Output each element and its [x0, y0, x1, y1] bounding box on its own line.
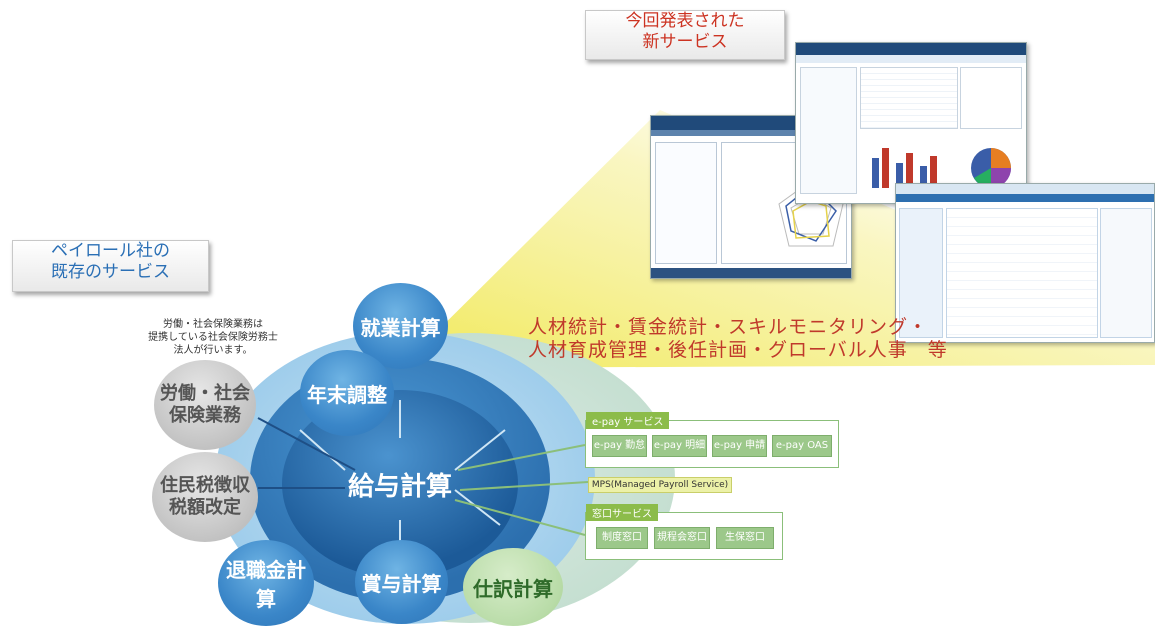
bar-chart-mock	[872, 148, 937, 188]
window-button-3[interactable]: 生保窓口	[716, 527, 774, 549]
blue-core-circle	[282, 390, 518, 578]
node-shoyo: 賞与計算	[355, 540, 448, 624]
existing-service-label-line2: 既存のサービス	[51, 262, 170, 282]
highlight-line1: 人材統計・賃金統計・スキルモニタリング・	[528, 316, 929, 338]
epay-button-3[interactable]: e-pay 申請	[712, 435, 767, 457]
note-text: 労働・社会保険業務は 提携している社会保険労務士 法人が行います。	[128, 318, 298, 357]
node-juminzei: 住民税徴収 税額改定	[152, 452, 258, 542]
existing-service-label: ペイロール社の 既存のサービス	[12, 240, 209, 292]
window-title: 窓口サービス	[586, 504, 658, 521]
note-line2: 提携している社会保険労務士	[148, 332, 278, 343]
node-roudou-line1: 労働・社会	[160, 383, 250, 404]
note-line3: 法人が行います。	[173, 345, 253, 356]
green-connectors	[454, 444, 589, 536]
epay-button-4[interactable]: e-pay OAS	[772, 435, 832, 457]
node-taishoku: 退職金計算	[218, 540, 314, 626]
window-panel: 窓口サービス 制度窓口 規程会窓口 生保窓口	[585, 504, 783, 560]
node-roudou: 労働・社会 保険業務	[154, 360, 256, 450]
highlight-line2: 人材育成管理・後任計画・グローバル人事 等	[528, 339, 948, 361]
existing-service-label-line1: ペイロール社の	[51, 241, 170, 261]
new-service-label-line2: 新サービス	[642, 32, 728, 52]
new-service-label-line1: 今回発表された	[625, 11, 745, 31]
window-button-1[interactable]: 制度窓口	[596, 527, 648, 549]
highlight-text: 人材統計・賃金統計・スキルモニタリング・ 人材育成管理・後任計画・グローバル人事…	[528, 316, 948, 362]
node-nenmatsu: 年末調整	[300, 350, 394, 436]
node-roudou-line2: 保険業務	[169, 405, 241, 426]
spokes	[299, 400, 506, 550]
new-service-label: 今回発表された 新サービス	[585, 10, 785, 60]
window-button-2[interactable]: 規程会窓口	[654, 527, 710, 549]
epay-title: e-pay サービス	[586, 412, 670, 429]
center-node-payroll: 給与計算	[347, 472, 452, 502]
epay-button-1[interactable]: e-pay 勤怠	[592, 435, 647, 457]
epay-panel: e-pay サービス e-pay 勤怠 e-pay 明細 e-pay 申請 e-…	[585, 412, 839, 468]
screenshot-oracle-bi-top	[795, 42, 1027, 204]
mps-bar: MPS(Managed Payroll Service)	[588, 477, 732, 493]
epay-button-2[interactable]: e-pay 明細	[652, 435, 707, 457]
node-juminzei-line1: 住民税徴収	[160, 475, 250, 496]
connectors	[257, 417, 356, 489]
screenshot-payroll-portal	[895, 183, 1155, 343]
node-juminzei-line2: 税額改定	[169, 497, 241, 518]
node-shiwake: 仕訳計算	[463, 548, 563, 626]
note-line1: 労働・社会保険業務は	[163, 319, 263, 330]
